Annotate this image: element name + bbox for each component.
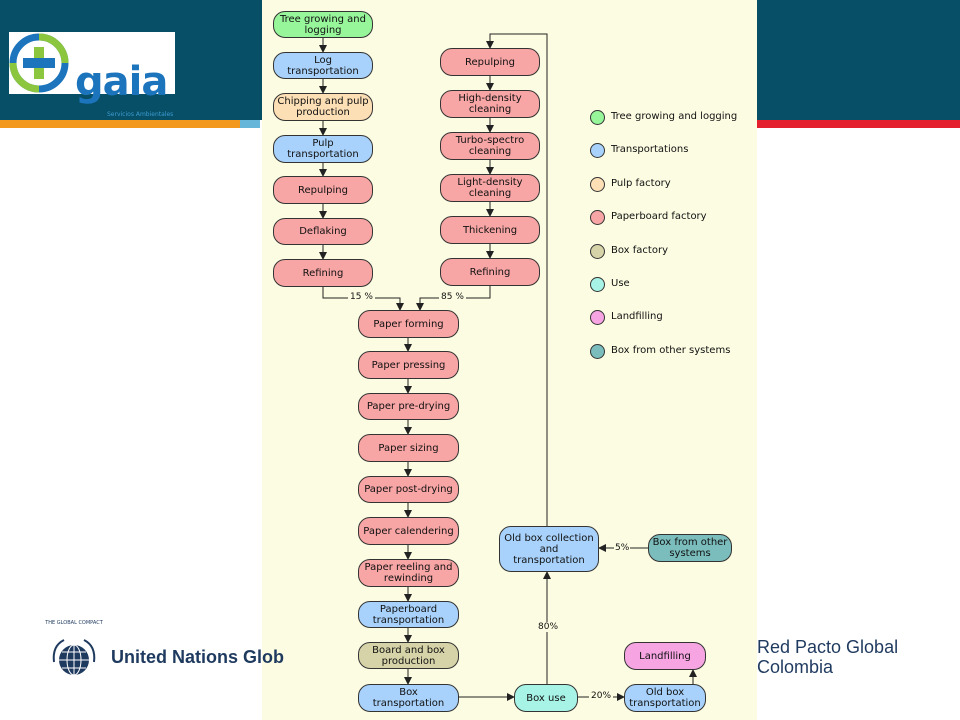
node-log-transport: Log transportation xyxy=(273,52,373,79)
legend-label-use: Use xyxy=(611,278,630,289)
node-chipping: Chipping and pulp production xyxy=(273,93,373,121)
node-landfilling: Landfilling xyxy=(624,642,706,670)
legend-swatch-pulp xyxy=(590,176,605,192)
legend-swatch-use xyxy=(590,277,605,292)
un-globe-icon xyxy=(52,639,96,676)
gaia-tagline: Servicios Ambientales xyxy=(107,111,174,118)
legend-label-paperboard: Paperboard factory xyxy=(611,211,707,223)
red-pacto-global-line1: Red Pacto Global xyxy=(757,637,899,657)
legend-label-other: Box from other systems xyxy=(611,344,731,356)
header-stripe-blue xyxy=(240,120,260,128)
node-repulping-right: Repulping xyxy=(440,48,540,76)
node-box-other: Box from other systems xyxy=(648,534,732,562)
node-pressing: Paper pressing xyxy=(358,351,459,379)
node-refining-right: Refining xyxy=(440,258,540,286)
flow-label-left-share: 15 % xyxy=(348,292,375,302)
gaia-logo: gaia Servicios Ambientales xyxy=(9,32,175,118)
node-hd-cleaning: High-density cleaning xyxy=(440,90,540,118)
node-tree: Tree growing and logging xyxy=(273,11,373,38)
legend-label-tree: Tree growing and logging xyxy=(611,111,738,122)
red-pacto-global-line2: Colombia xyxy=(757,657,834,677)
node-turbo-cleaning: Turbo-spectro cleaning xyxy=(440,132,540,160)
arrow-collection-to-repulping xyxy=(486,33,548,526)
node-reeling: Paper reeling and rewinding xyxy=(358,559,459,587)
node-refining-left: Refining xyxy=(273,259,373,287)
flow-label-right-share: 85 % xyxy=(439,292,466,302)
node-sizing: Paper sizing xyxy=(358,434,459,462)
node-repulping-left: Repulping xyxy=(273,176,373,204)
legend-swatch-transport xyxy=(590,143,605,159)
legend-swatch-landfill xyxy=(590,310,605,326)
header-stripe-orange xyxy=(0,120,240,128)
flow-label-recycle-share: 80% xyxy=(537,622,560,632)
node-pb-transport: Paperboard transportation xyxy=(358,601,459,628)
legend-swatch-paperboard xyxy=(590,210,605,226)
node-box-transport: Box transportation xyxy=(358,684,459,712)
flow-label-other-share: 5% xyxy=(614,543,631,553)
node-deflaking: Deflaking xyxy=(273,218,373,245)
node-ld-cleaning: Light-density cleaning xyxy=(440,174,540,202)
node-postdrying: Paper post-drying xyxy=(358,476,459,503)
node-thickening: Thickening xyxy=(440,216,540,244)
node-box-use: Box use xyxy=(514,684,578,712)
legend-label-transport: Transportations xyxy=(611,144,689,156)
node-old-box-transport: Old box transportation xyxy=(624,684,706,712)
un-global-compact-text: United Nations Glob xyxy=(111,647,284,667)
legend-swatch-other xyxy=(590,343,605,359)
legend-swatch-tree xyxy=(590,110,605,125)
node-pulp-transport: Pulp transportation xyxy=(273,135,373,163)
node-forming: Paper forming xyxy=(358,310,459,338)
gaia-cross-icon xyxy=(9,33,69,93)
legend-label-pulp: Pulp factory xyxy=(611,177,671,189)
un-seal-text: THE GLOBAL COMPACT xyxy=(45,620,103,626)
node-calendering: Paper calendering xyxy=(358,517,459,545)
header-stripe-red xyxy=(757,120,960,128)
legend-swatch-box xyxy=(590,243,605,259)
node-board-box: Board and box production xyxy=(358,642,459,669)
flow-label-landfill-share: 20% xyxy=(589,691,614,701)
un-global-compact-logo: THE GLOBAL COMPACT xyxy=(45,620,103,684)
legend-label-box: Box factory xyxy=(611,244,668,256)
legend-label-landfill: Landfilling xyxy=(611,311,663,323)
node-old-box-collection: Old box collection and transportation xyxy=(499,526,599,572)
gaia-wordmark: gaia xyxy=(75,59,168,105)
node-predrying: Paper pre-drying xyxy=(358,393,459,420)
